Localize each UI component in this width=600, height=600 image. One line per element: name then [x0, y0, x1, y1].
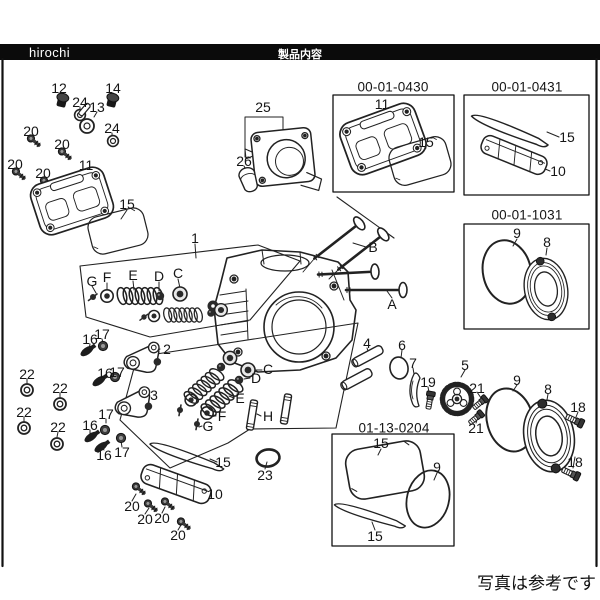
part-label-c: C [262, 361, 274, 377]
bottom-cover-parts [130, 441, 281, 533]
valves [207, 213, 409, 312]
part-label-1: 1 [191, 230, 199, 246]
part-label-f: F [217, 408, 227, 424]
part-label-6: 6 [398, 337, 406, 353]
part-group-code-0430: 00-01-0430 [357, 79, 429, 95]
rocker-arms [17, 340, 164, 455]
cylinder-head [213, 249, 357, 373]
part-label-10: 10 [207, 486, 223, 502]
part-label-16: 16 [82, 331, 98, 347]
part-label-22: 22 [52, 380, 68, 396]
part-label-17: 17 [94, 326, 110, 342]
part-label-20: 20 [7, 156, 23, 172]
part-label-18: 18 [567, 454, 583, 470]
cam-sprocket [439, 381, 475, 417]
box-1031-contents [481, 239, 574, 326]
part-label-21: 21 [468, 420, 484, 436]
part-label-15: 15 [367, 528, 383, 544]
part-label-24: 24 [72, 94, 88, 110]
intake-manifold [238, 126, 323, 193]
top-left-hardware [10, 91, 121, 192]
part-label-5: 5 [461, 357, 469, 373]
valve-spring-set-upper [87, 285, 229, 324]
box-0204-contents [332, 437, 451, 529]
side-flange-parts [485, 387, 586, 483]
part-label-9: 9 [513, 372, 521, 388]
part-label-a: A [387, 296, 397, 312]
part-label-9: 9 [433, 459, 441, 475]
part-label-12: 12 [51, 80, 67, 96]
part-label-13: 13 [89, 99, 105, 115]
part-label-14: 14 [105, 80, 121, 96]
part-label-22: 22 [19, 366, 35, 382]
part-label-17: 17 [98, 406, 114, 422]
part-label-20: 20 [23, 123, 39, 139]
part-label-20: 20 [54, 136, 70, 152]
page-border [1, 57, 598, 568]
part-label-18: 18 [570, 399, 586, 415]
part-label-22: 22 [16, 404, 32, 420]
page-title: 製品内容 [278, 49, 322, 61]
part-label-20: 20 [154, 510, 170, 526]
part-label-25: 25 [255, 99, 271, 115]
part-label-20: 20 [170, 527, 186, 543]
part-label-15: 15 [559, 129, 575, 145]
part-label-16: 16 [96, 447, 112, 463]
part-label-g: G [202, 418, 214, 434]
banjo-fitting [78, 102, 95, 134]
part-label-7: 7 [409, 355, 417, 371]
part-group-code-0431: 00-01-0431 [491, 79, 563, 95]
part-label-8: 8 [543, 234, 551, 250]
header-bar: hirochi 製品内容 [0, 44, 600, 61]
part-group-boxes [331, 94, 590, 547]
part-label-3: 3 [150, 387, 158, 403]
part-label-15: 15 [119, 196, 135, 212]
part-label-15: 15 [215, 454, 231, 470]
part-label-11: 11 [78, 157, 94, 173]
part-label-h: H [262, 408, 274, 424]
part-label-e: E [128, 267, 138, 283]
part-label-20: 20 [124, 498, 140, 514]
part-label-22: 22 [50, 419, 66, 435]
part-label-2: 2 [163, 341, 171, 357]
part-label-b: B [368, 239, 378, 255]
part-group-code-0204: 01-13-0204 [358, 420, 430, 436]
part-label-17: 17 [114, 444, 130, 460]
part-label-20: 20 [35, 165, 51, 181]
part-label-20: 20 [137, 511, 153, 527]
part-label-23: 23 [257, 467, 273, 483]
part-label-16: 16 [82, 417, 98, 433]
part-label-g: G [86, 273, 98, 289]
part-label-26: 26 [236, 153, 252, 169]
part-label-21: 21 [469, 380, 485, 396]
part-label-4: 4 [363, 335, 371, 351]
part-label-15: 15 [373, 435, 389, 451]
box-0430-contents [335, 98, 455, 189]
part-label-9: 9 [513, 225, 521, 241]
part-label-d: D [250, 370, 262, 386]
brand-name: hirochi [29, 45, 71, 60]
part-label-d: D [153, 268, 165, 284]
part-label-10: 10 [550, 163, 566, 179]
part-label-c: C [172, 265, 184, 281]
manifold-cap [238, 166, 259, 193]
part-label-24: 24 [104, 120, 120, 136]
part-label-11: 11 [374, 96, 390, 112]
box-0431-contents [467, 113, 552, 178]
part-label-16: 16 [97, 365, 113, 381]
part-label-f: F [102, 269, 112, 285]
part-label-17: 17 [109, 364, 125, 380]
part-label-15: 15 [418, 134, 434, 150]
part-label-8: 8 [544, 381, 552, 397]
cam-drive-parts [338, 343, 490, 427]
part-label-e: E [235, 390, 245, 406]
part-group-code-1031: 00-01-1031 [491, 207, 563, 223]
reference-note: 写真は参考です [477, 574, 596, 593]
valve-spring-set-lower [173, 350, 293, 432]
part-label-19: 19 [420, 374, 436, 390]
